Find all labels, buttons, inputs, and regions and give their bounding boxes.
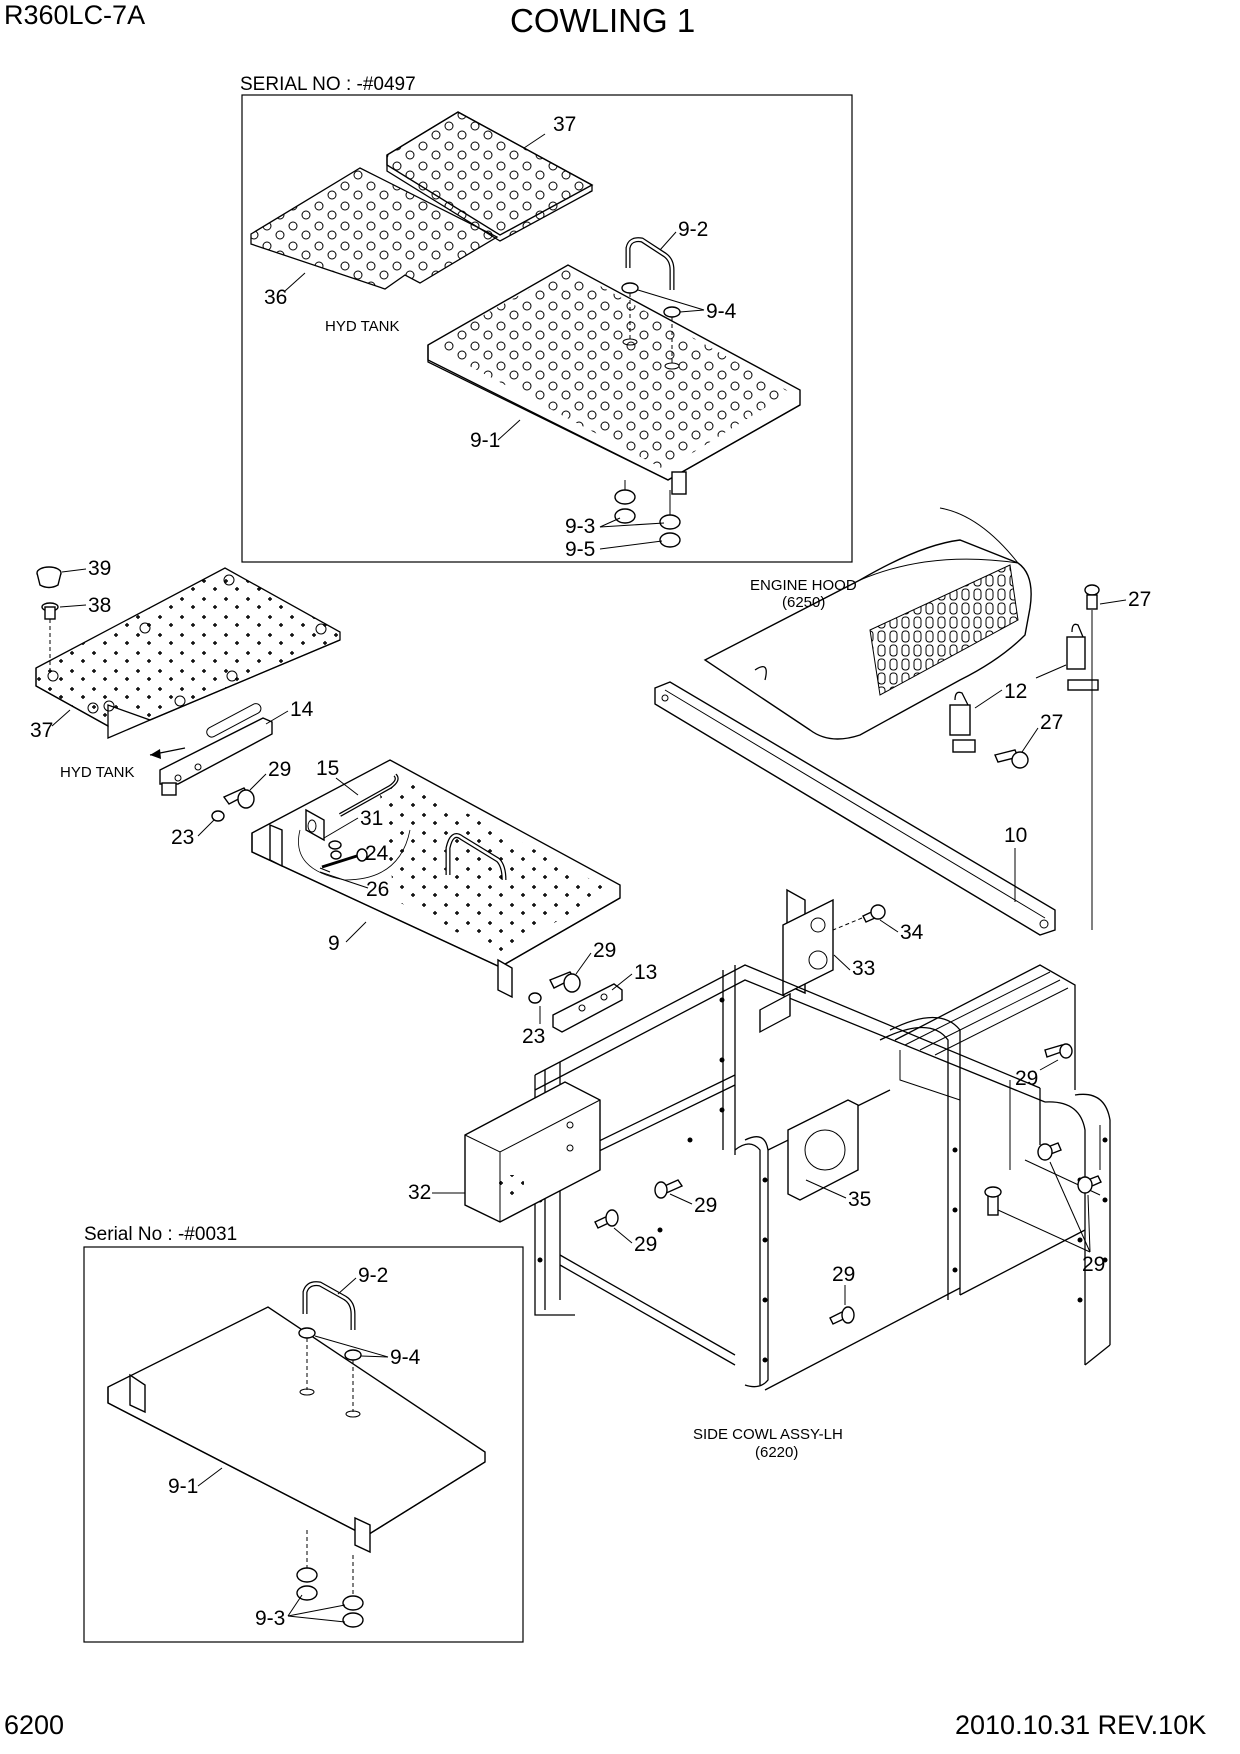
- nut-9-3-b-top: [659, 514, 681, 530]
- bolt-29-a: [222, 787, 255, 809]
- cover-32: [464, 1081, 601, 1223]
- label-27-a: 27: [1128, 588, 1151, 611]
- rail-10: [654, 681, 1056, 936]
- pin-24: [321, 848, 368, 869]
- latch-12-b: [1066, 623, 1099, 691]
- bolt-29-c: [1044, 1043, 1073, 1059]
- label-38: 38: [88, 594, 111, 617]
- side-cowl-assy: [534, 964, 1111, 1391]
- label-9-4-top: 9-4: [706, 300, 737, 323]
- nut-9-4-b-top: [663, 306, 681, 318]
- handle-9-2-bottom: [302, 1281, 356, 1330]
- label-37: 37: [30, 719, 53, 742]
- label-9-1-bottom: 9-1: [168, 1475, 198, 1498]
- inset-serial-0497: SERIAL NO : -#0497 37 36 HYD TANK 9-1 9-…: [240, 74, 853, 563]
- label-37-top: 37: [553, 113, 576, 136]
- bolt-27-a: [1084, 584, 1100, 610]
- label-14: 14: [290, 698, 314, 721]
- handle-9-2-top: [625, 237, 675, 290]
- label-33: 33: [852, 957, 875, 980]
- page-title: COWLING 1: [510, 2, 696, 39]
- clip-31: [305, 808, 325, 842]
- label-26: 26: [366, 878, 389, 901]
- bolt-29-d: [654, 1179, 684, 1199]
- step-plate-9: [251, 759, 621, 999]
- nut-9-3-b-bottom: [342, 1595, 364, 1611]
- label-29-e: 29: [634, 1233, 657, 1256]
- label-29-a: 29: [268, 758, 291, 781]
- label-12: 12: [1004, 680, 1027, 703]
- label-29-f: 29: [832, 1263, 855, 1286]
- label-35: 35: [848, 1188, 871, 1211]
- inset-bottom-serial: Serial No : -#0031: [84, 1224, 237, 1245]
- latch-12-a: [949, 691, 976, 753]
- side-cowl-label: SIDE COWL ASSY-LH: [693, 1426, 843, 1443]
- label-9-2-bottom: 9-2: [358, 1264, 388, 1287]
- inset-serial-0031: Serial No : -#0031 9-1 9-2 9-4 9-3: [83, 1224, 524, 1643]
- engine-hood-ref: (6250): [782, 594, 825, 611]
- bracket-33: [782, 888, 834, 997]
- nut-9-4-a-bottom: [298, 1327, 316, 1339]
- label-9-1-top: 9-1: [470, 429, 500, 452]
- label-29-d: 29: [694, 1194, 717, 1217]
- label-31: 31: [360, 807, 383, 830]
- label-29-c: 29: [1015, 1067, 1038, 1090]
- step-plate-9-1-bottom: [107, 1306, 486, 1554]
- nut-9-3-a-bottom: [296, 1567, 318, 1583]
- plate-13: [552, 983, 623, 1033]
- engine-hood: [703, 507, 1032, 740]
- label-27-b: 27: [1040, 711, 1063, 734]
- plate-35: [787, 1099, 859, 1201]
- label-15: 15: [316, 757, 339, 780]
- note-hyd-tank-top: HYD TANK: [325, 318, 399, 335]
- nut-9-3-a-top: [614, 489, 636, 505]
- label-23-a: 23: [171, 826, 194, 849]
- label-24: 24: [365, 842, 389, 865]
- bolt-34: [862, 904, 886, 923]
- label-9-3-top: 9-3: [565, 515, 595, 538]
- inset-top-serial: SERIAL NO : -#0497: [240, 74, 416, 95]
- washer-23-a: [211, 810, 225, 822]
- label-10: 10: [1004, 824, 1027, 847]
- bolt-27-b: [994, 749, 1029, 769]
- nut-9-4-b-bottom: [344, 1349, 362, 1361]
- engine-hood-label: ENGINE HOOD: [750, 577, 857, 594]
- page-number: 6200: [4, 1710, 65, 1740]
- label-39: 39: [88, 557, 111, 580]
- bolt-29-e: [594, 1209, 619, 1229]
- step-plate-9-1-top: [427, 264, 801, 495]
- label-23-b: 23: [522, 1025, 545, 1048]
- label-9-4-bottom: 9-4: [390, 1346, 421, 1369]
- label-13: 13: [634, 961, 657, 984]
- label-9-5-top: 9-5: [565, 538, 595, 561]
- nut-9-5-top: [659, 532, 681, 548]
- bolt-29-g: [984, 1142, 1102, 1216]
- side-cowl-ref: (6220): [755, 1444, 798, 1461]
- label-29-g: 29: [1082, 1253, 1105, 1276]
- main-assembly: 39 38 37 14 HYD TANK 29: [30, 507, 1151, 1461]
- washer-23-b: [528, 992, 542, 1004]
- label-29-b: 29: [593, 939, 616, 962]
- revision-date: 2010.10.31 REV.10K: [955, 1710, 1207, 1740]
- label-9-3-bottom: 9-3: [255, 1607, 285, 1630]
- bracket-14: [159, 703, 273, 796]
- label-36-top: 36: [264, 286, 287, 309]
- nut-9-4-a-top: [621, 282, 639, 294]
- label-9: 9: [328, 932, 340, 955]
- bolt-29-f: [829, 1306, 855, 1325]
- model-number: R360LC-7A: [4, 0, 146, 30]
- plate-36-top: [250, 167, 499, 290]
- bolt-29-b: [549, 971, 581, 993]
- label-34: 34: [900, 921, 924, 944]
- label-32: 32: [408, 1181, 431, 1204]
- label-hyd-tank: HYD TANK: [60, 764, 134, 781]
- label-9-2-top: 9-2: [678, 218, 708, 241]
